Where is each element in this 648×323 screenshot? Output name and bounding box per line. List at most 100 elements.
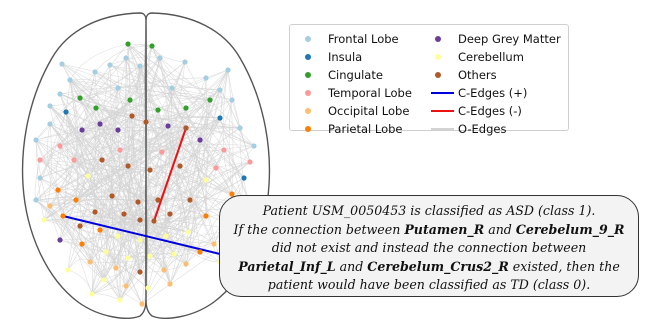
o-edge	[75, 89, 221, 201]
o-edge	[62, 215, 91, 263]
legend-item-o-edges: O-Edges	[430, 120, 561, 138]
o-edge	[127, 43, 251, 163]
legend-label: Occipital Lobe	[328, 104, 410, 118]
c-edges-negative-marker	[430, 102, 458, 120]
o-edge	[222, 69, 229, 151]
c-edges-layer	[62, 127, 221, 255]
o-edge	[73, 159, 159, 201]
o-edge	[185, 127, 251, 163]
o-edge	[91, 293, 121, 301]
o-edge	[91, 107, 187, 295]
o-edge	[65, 65, 141, 113]
brain-region-node	[60, 213, 66, 219]
o-edge	[49, 105, 117, 269]
brain-region-node	[155, 197, 161, 203]
o-edge	[125, 43, 141, 273]
region-cerebelum-crus2-r: Cerebelum_Crus2_R	[367, 258, 509, 274]
o-edge	[149, 169, 189, 233]
region-putamen-r: Putamen_R	[404, 221, 485, 237]
brain-region-node	[251, 143, 257, 149]
brain-region-node	[211, 241, 217, 247]
o-edge	[91, 257, 129, 295]
legend-label: Cerebellum	[458, 50, 524, 64]
o-edge	[163, 107, 187, 271]
brain-region-node	[57, 237, 63, 243]
o-edge	[109, 56, 161, 66]
brain-region-node	[137, 237, 143, 243]
o-edge	[101, 125, 169, 161]
brain-region-node	[203, 75, 209, 81]
o-edge	[79, 64, 111, 227]
counterfactual-text-part-5: existed, then the patient would have bee…	[267, 258, 620, 293]
c-edge-negative	[153, 127, 187, 222]
o-edge	[131, 115, 175, 255]
brain-region-node	[127, 97, 133, 103]
legend-label: Frontal Lobe	[328, 32, 399, 46]
brain-region-node	[149, 43, 155, 49]
brain-region-node	[101, 277, 107, 283]
o-edge	[151, 45, 217, 169]
o-edge	[61, 63, 207, 217]
o-edge	[81, 243, 121, 301]
o-edge	[159, 57, 255, 147]
legend-item-insula: Insula	[300, 48, 412, 66]
o-edge	[43, 123, 52, 221]
o-edge	[119, 149, 233, 195]
o-edge	[69, 78, 131, 101]
legend-column-left: Frontal Lobe Insula Cingulate Temporal L…	[300, 30, 412, 138]
o-edge	[59, 87, 119, 241]
cingulate-marker	[300, 66, 328, 84]
brain-region-node	[147, 167, 153, 173]
o-edge	[203, 99, 211, 181]
brain-region-node	[241, 175, 247, 181]
legend-item-occipital-lobe: Occipital Lobe	[300, 102, 412, 120]
o-edge	[119, 201, 139, 301]
o-edges-marker	[430, 120, 458, 138]
deep-grey-matter-marker	[430, 30, 458, 48]
brain-region-node	[137, 269, 143, 275]
o-edge	[62, 115, 133, 217]
o-edge	[67, 123, 101, 271]
o-edge	[153, 61, 186, 222]
insula-marker	[300, 48, 328, 66]
brain-region-node	[123, 55, 129, 61]
o-edge	[187, 89, 221, 233]
o-edge	[49, 105, 75, 161]
o-edge	[39, 43, 129, 179]
brain-region-node	[107, 62, 113, 68]
counterfactual-text-part-4: and	[335, 258, 368, 274]
brain-region-node	[221, 147, 227, 153]
o-edge	[109, 64, 211, 101]
legend-label: O-Edges	[458, 122, 507, 136]
o-edge	[169, 149, 225, 285]
brain-region-node	[183, 105, 189, 111]
brain-region-node	[57, 91, 63, 97]
occipital-lobe-marker	[300, 102, 328, 120]
classification-statement: Patient USM_0050453 is classified as ASD…	[262, 203, 596, 218]
o-edge	[115, 117, 221, 269]
brain-region-node	[167, 281, 173, 287]
o-edge	[219, 117, 255, 147]
brain-region-node	[115, 233, 121, 239]
o-edge	[99, 117, 221, 231]
brain-region-node	[71, 157, 77, 163]
o-edge	[69, 43, 129, 81]
o-edge	[39, 159, 207, 217]
brain-region-node	[67, 77, 73, 83]
brain-region-node	[151, 218, 157, 224]
brain-region-node	[33, 137, 39, 143]
legend-item-c-edges-positive: C-Edges (+)	[430, 84, 561, 102]
brain-region-node	[37, 157, 43, 163]
o-edge	[145, 116, 221, 123]
o-edge	[35, 139, 61, 241]
o-edge	[105, 177, 245, 253]
brain-region-node	[63, 109, 69, 115]
brain-region-node	[89, 291, 95, 297]
legend-label: C-Edges (+)	[458, 86, 528, 100]
brain-region-node	[137, 217, 143, 223]
o-edge	[153, 127, 187, 222]
o-edge	[35, 71, 96, 141]
brain-region-node	[125, 41, 131, 47]
legend-item-cingulate: Cingulate	[300, 66, 412, 84]
o-edge	[35, 139, 171, 215]
